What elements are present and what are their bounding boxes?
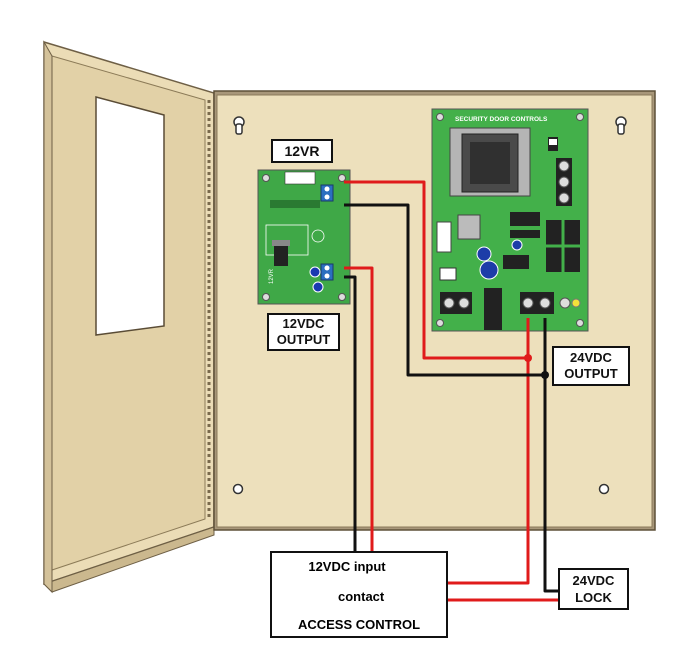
regulator-board: 12VR — [257, 169, 351, 305]
12vdc-output-line1: 12VDC — [282, 316, 325, 331]
mount-hole-right — [598, 483, 610, 495]
24vdc-lock-label: 24VDC LOCK — [558, 568, 629, 610]
wiring — [344, 180, 558, 602]
12vdc-output-label: 12VDC OUTPUT — [267, 313, 340, 351]
regulator-part-label: 12VR — [269, 268, 275, 284]
mount-hole-left — [232, 483, 244, 495]
regulator-label: 12VR — [271, 139, 333, 163]
access-control-input-label: 12VDC input — [308, 559, 386, 574]
wire-24v-negative — [344, 203, 558, 593]
keyhole-right — [615, 116, 627, 135]
24vdc-output-line1: 24VDC — [570, 350, 612, 365]
access-control-contact-label: contact — [338, 589, 385, 604]
psu-brand-label: SECURITY DOOR CONTROLS — [455, 116, 548, 123]
keyhole-left — [233, 116, 245, 135]
24vdc-lock-line1: 24VDC — [572, 573, 615, 588]
junction-negative — [541, 371, 549, 379]
wire-24v-positive — [344, 180, 530, 585]
access-control-title: ACCESS CONTROL — [297, 617, 421, 632]
wire-12v-positive — [344, 266, 374, 551]
12vdc-output-line2: OUTPUT — [276, 332, 331, 347]
enclosure-door — [43, 40, 215, 594]
24vdc-lock-line2: LOCK — [575, 590, 612, 605]
24vdc-output-line2: OUTPUT — [564, 366, 618, 381]
power-supply-board: SECURITY DOOR CONTROLS — [431, 108, 589, 332]
access-control-box: 12VDC input contact ACCESS CONTROL — [270, 551, 448, 638]
24vdc-output-label: 24VDC OUTPUT — [552, 346, 630, 386]
door-window — [95, 96, 165, 336]
junction-positive — [524, 354, 532, 362]
wire-12v-negative — [344, 275, 357, 551]
